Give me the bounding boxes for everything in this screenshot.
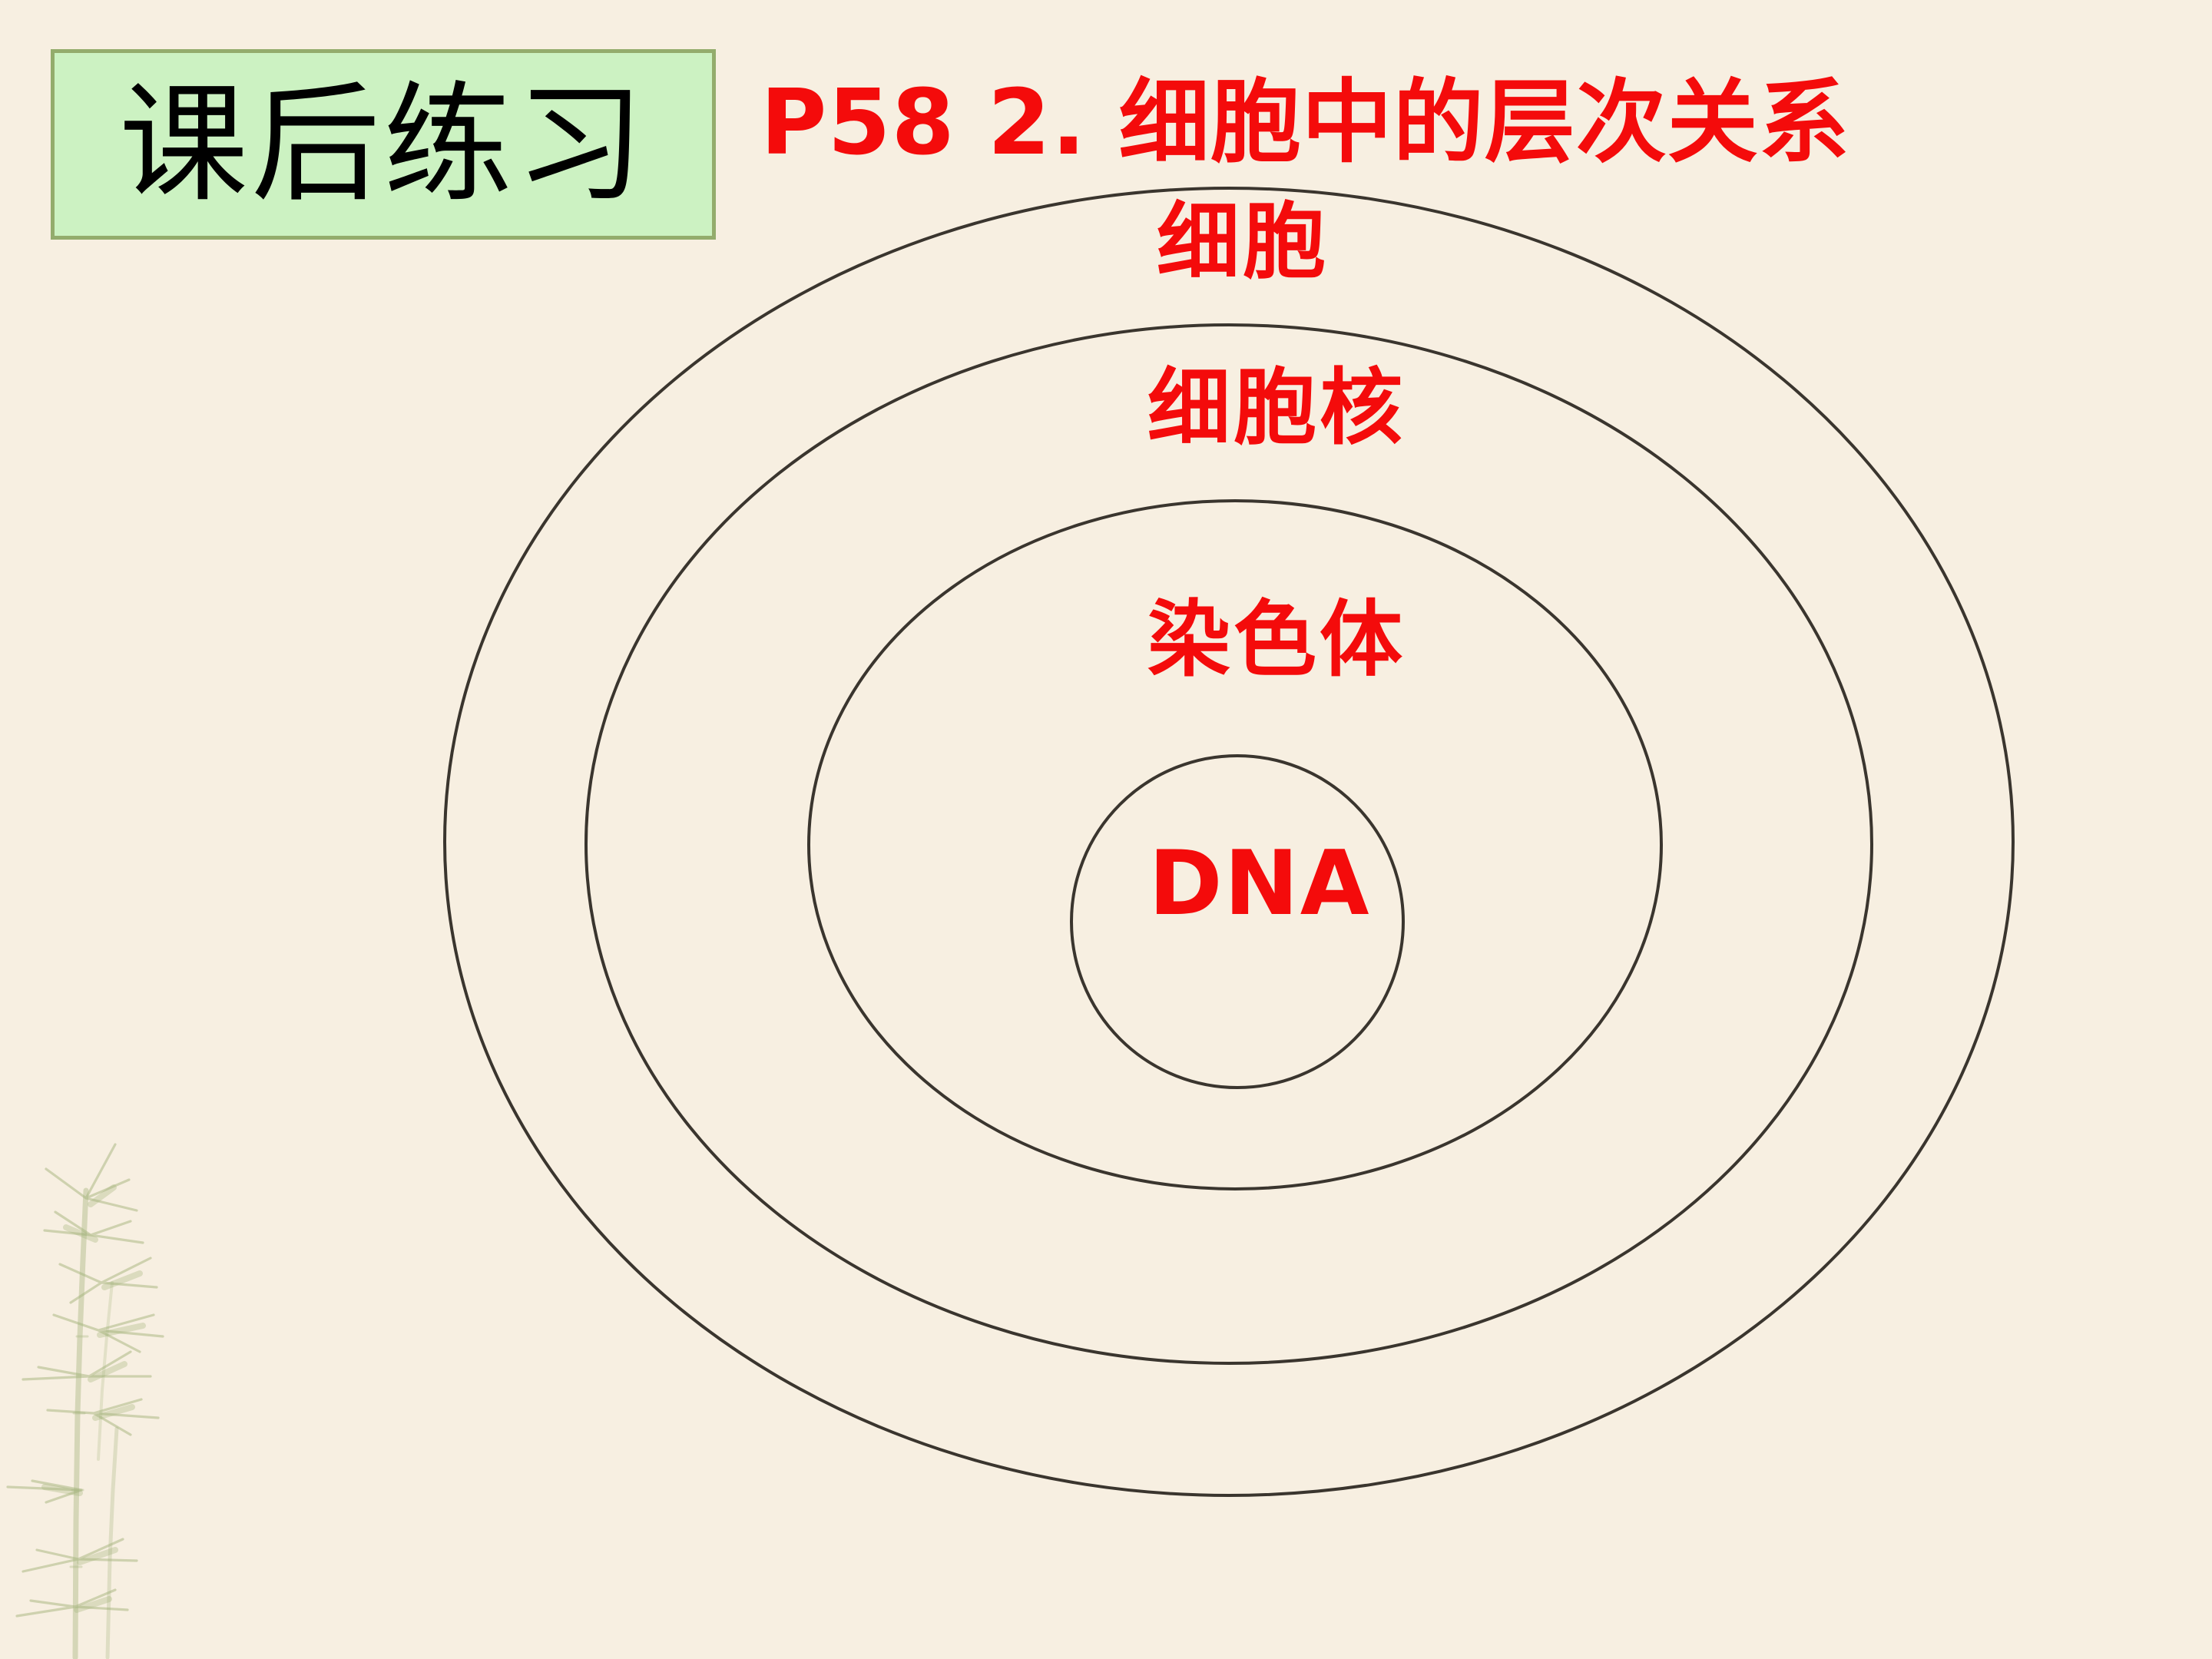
- section-title-chip: 课后练习: [51, 49, 716, 240]
- bamboo-watermark-icon: [6, 1143, 164, 1659]
- ring-label-cell: 细胞: [1156, 194, 1330, 290]
- section-title-text: 课后练习: [119, 69, 647, 220]
- ring-label-nucleus: 细胞核: [1147, 360, 1406, 456]
- ring-label-chromosome: 染色体: [1147, 592, 1406, 688]
- ring-label-dna: DNA: [1148, 832, 1371, 935]
- page-title: P58 2. 细胞中的层次关系: [760, 69, 1850, 175]
